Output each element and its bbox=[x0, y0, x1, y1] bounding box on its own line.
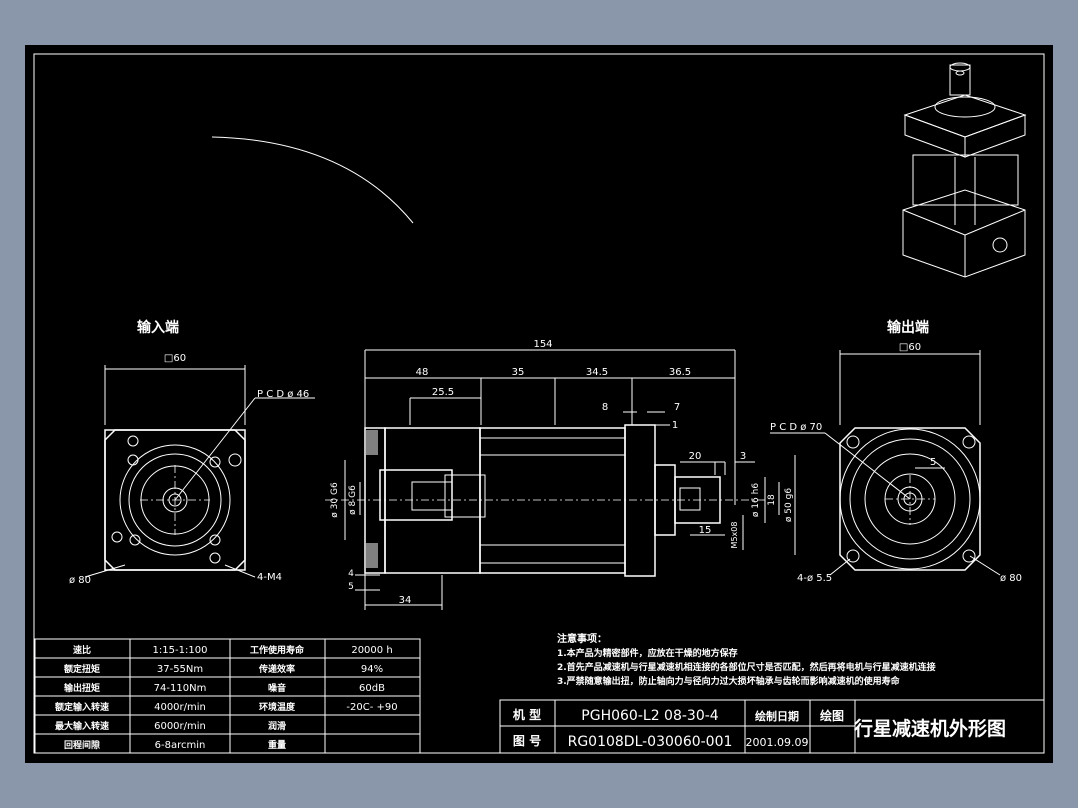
spec-cell: 重量 bbox=[268, 739, 286, 751]
spec-cell: 4000r/min bbox=[154, 702, 206, 713]
note-line-1: 1.本产品为精密部件，应放在干燥的地方保存 bbox=[557, 647, 738, 659]
left-dia-dim: ø 80 bbox=[69, 575, 91, 586]
spec-cell: 润滑 bbox=[268, 720, 286, 732]
spec-cell: 6-8arcmin bbox=[155, 740, 206, 751]
drawing-canvas: 输入端 输出端 □60 P C D ø 46 ø 80 4-M4 bbox=[25, 45, 1053, 763]
isometric-view bbox=[902, 62, 1027, 278]
drawing-no-label: 图 号 bbox=[513, 733, 541, 748]
right-square-dim: □60 bbox=[899, 342, 921, 353]
spec-cell: 噪音 bbox=[268, 682, 286, 694]
spec-cells: 速比 1:15-1:100 工作使用寿命 20000 h 额定扭矩 37-55Nm 传递效率… bbox=[55, 644, 398, 751]
checker-label: 绘图 bbox=[820, 708, 844, 723]
d3-dim: 3 bbox=[740, 451, 746, 462]
spec-cell: 94% bbox=[361, 664, 383, 675]
d16-dim: ø 16 h6 bbox=[751, 483, 761, 517]
total-length-dim: 154 bbox=[533, 339, 552, 350]
title-block bbox=[499, 699, 1045, 754]
spec-cell: 60dB bbox=[359, 683, 385, 694]
spec-cell: 37-55Nm bbox=[157, 664, 203, 675]
drawing-svg: 输入端 输出端 □60 P C D ø 46 ø 80 4-M4 bbox=[33, 53, 1045, 754]
right-dia-dim: ø 80 bbox=[1000, 573, 1022, 584]
d18-dim: 18 bbox=[767, 494, 777, 506]
d34-dim: 34 bbox=[399, 595, 412, 606]
seg2-dim: 35 bbox=[512, 367, 525, 378]
drawing-no-value: RG0108DL-030060-001 bbox=[568, 734, 733, 750]
note-line-2: 2.首先产品减速机与行星减速机相连接的各部位尺寸是否匹配，然后再将电机与行星减速… bbox=[557, 661, 936, 673]
d255-dim: 25.5 bbox=[432, 387, 454, 398]
spec-cell: -20C- +90 bbox=[346, 702, 397, 713]
seg3-dim: 34.5 bbox=[586, 367, 608, 378]
side-view bbox=[325, 349, 796, 610]
input-side-title: 输入端 bbox=[137, 319, 179, 336]
spec-cell: 速比 bbox=[73, 644, 91, 656]
model-value: PGH060-L2 08-30-4 bbox=[581, 708, 718, 724]
spec-cell: 20000 h bbox=[351, 645, 392, 656]
left-square-dim: □60 bbox=[164, 353, 186, 364]
spec-cell: 74-110Nm bbox=[154, 683, 207, 694]
m5-dim: M5x08 bbox=[730, 522, 739, 549]
spec-cell: 传递效率 bbox=[258, 663, 295, 675]
seg1-dim: 48 bbox=[416, 367, 429, 378]
spec-cell: 环境温度 bbox=[259, 701, 296, 713]
output-flange-view bbox=[770, 350, 1001, 576]
d5-dim: 5 bbox=[348, 582, 354, 592]
d8g6-dim: ø 8 G6 bbox=[348, 485, 358, 515]
left-pcd-dim: P C D ø 46 bbox=[257, 389, 309, 400]
spec-table bbox=[34, 638, 421, 754]
d7-dim: 7 bbox=[674, 402, 680, 413]
spec-cell: 1:15-1:100 bbox=[153, 645, 208, 656]
spec-cell: 工作使用寿命 bbox=[250, 644, 305, 656]
arc-line bbox=[211, 136, 414, 224]
right-bolts-dim: 4-ø 5.5 bbox=[797, 573, 832, 584]
d8-dim: 8 bbox=[602, 402, 608, 413]
input-flange-view bbox=[84, 365, 315, 578]
d1-dim: 1 bbox=[672, 420, 678, 431]
drawn-by-label: 绘制日期 bbox=[755, 709, 799, 723]
seg4-dim: 36.5 bbox=[669, 367, 691, 378]
d30-dim: ø 30 G6 bbox=[330, 482, 340, 518]
spec-cell: 回程间隙 bbox=[64, 739, 100, 751]
spec-cell: 额定输入转速 bbox=[55, 701, 109, 713]
right-pcd-dim: P C D ø 70 bbox=[770, 422, 822, 433]
right-key-dim: 5 bbox=[930, 457, 936, 468]
spec-cell: 输出扭矩 bbox=[64, 682, 100, 694]
spec-cell: 最大输入转速 bbox=[55, 720, 109, 732]
drawing-title: 行星减速机外形图 bbox=[853, 717, 1006, 740]
output-side-title: 输出端 bbox=[887, 319, 929, 336]
d20-dim: 20 bbox=[689, 451, 702, 462]
left-bolts-dim: 4-M4 bbox=[257, 572, 282, 583]
d50-dim: ø 50 g6 bbox=[784, 488, 794, 522]
spec-cell: 额定扭矩 bbox=[64, 663, 100, 675]
d4-dim: 4 bbox=[348, 569, 354, 579]
model-label: 机 型 bbox=[513, 707, 541, 722]
date-value: 2001.09.09 bbox=[746, 736, 809, 749]
note-line-3: 3.严禁随意输出扭，防止轴向力与径向力过大损坏轴承与齿轮而影响减速机的使用寿命 bbox=[557, 675, 901, 687]
d15-dim: 15 bbox=[699, 525, 712, 536]
spec-cell: 6000r/min bbox=[154, 721, 206, 732]
notes-heading: 注意事项： bbox=[557, 632, 607, 645]
